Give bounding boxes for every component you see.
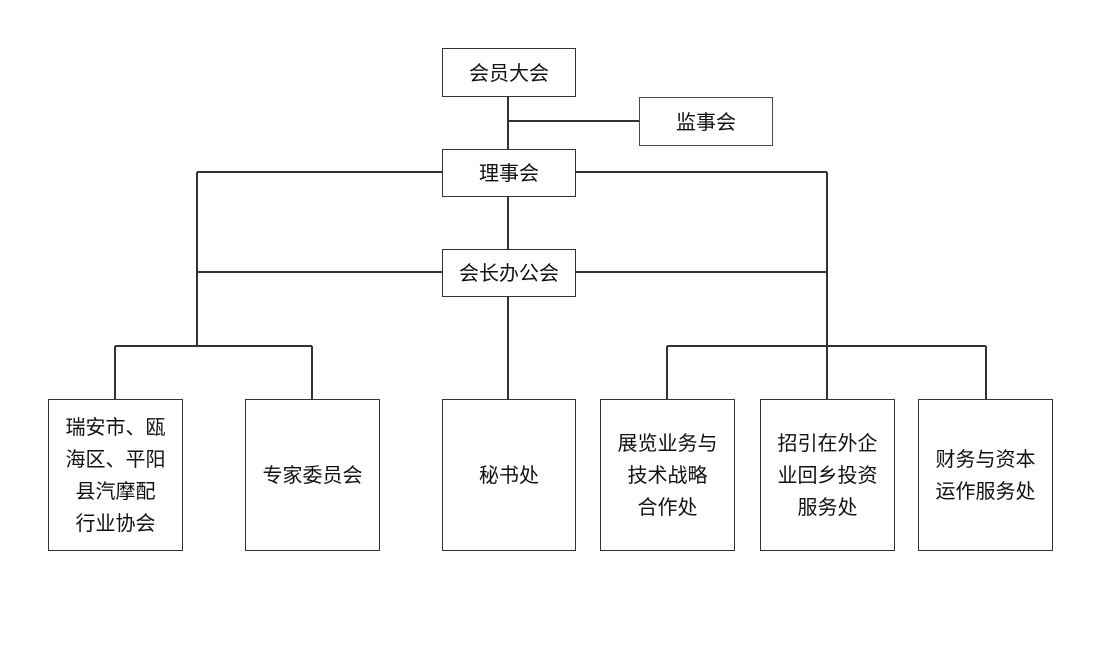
node-exhibition-line-2: 技术战略 [627,463,708,487]
node-experts: 专家委员会 [245,399,380,551]
node-assembly-label: 会员大会 [469,60,549,85]
node-finance-line-2: 运作服务处 [935,479,1036,503]
node-secretariat: 秘书处 [442,399,576,551]
node-exhibition: 展览业务与 技术战略 合作处 [600,399,735,551]
node-secretariat-label: 秘书处 [479,463,539,487]
node-investment-line-2: 业回乡投资 [777,463,878,487]
node-local-association-line-1: 瑞安市、瓯 [65,415,166,439]
node-experts-label: 专家委员会 [262,463,363,487]
node-presidents-office: 会长办公会 [442,249,576,297]
node-supervisory: 监事会 [639,97,773,146]
node-investment: 招引在外企 业回乡投资 服务处 [760,399,895,551]
node-local-association-line-2: 海区、平阳 [65,447,166,471]
node-supervisory-label: 监事会 [676,109,736,134]
node-finance-line-1: 财务与资本 [935,447,1036,471]
node-exhibition-line-1: 展览业务与 [617,431,718,455]
node-local-association: 瑞安市、瓯 海区、平阳 县汽摩配 行业协会 [48,399,183,551]
node-council-label: 理事会 [479,161,539,185]
node-finance: 财务与资本 运作服务处 [918,399,1053,551]
node-assembly: 会员大会 [442,48,576,97]
node-investment-line-1: 招引在外企 [777,431,878,455]
node-local-association-line-4: 行业协会 [75,511,156,535]
node-presidents-office-label: 会长办公会 [459,261,559,285]
node-exhibition-line-3: 合作处 [637,495,698,519]
node-council: 理事会 [442,149,576,197]
node-local-association-line-3: 县汽摩配 [75,479,156,503]
node-investment-line-3: 服务处 [797,495,858,519]
